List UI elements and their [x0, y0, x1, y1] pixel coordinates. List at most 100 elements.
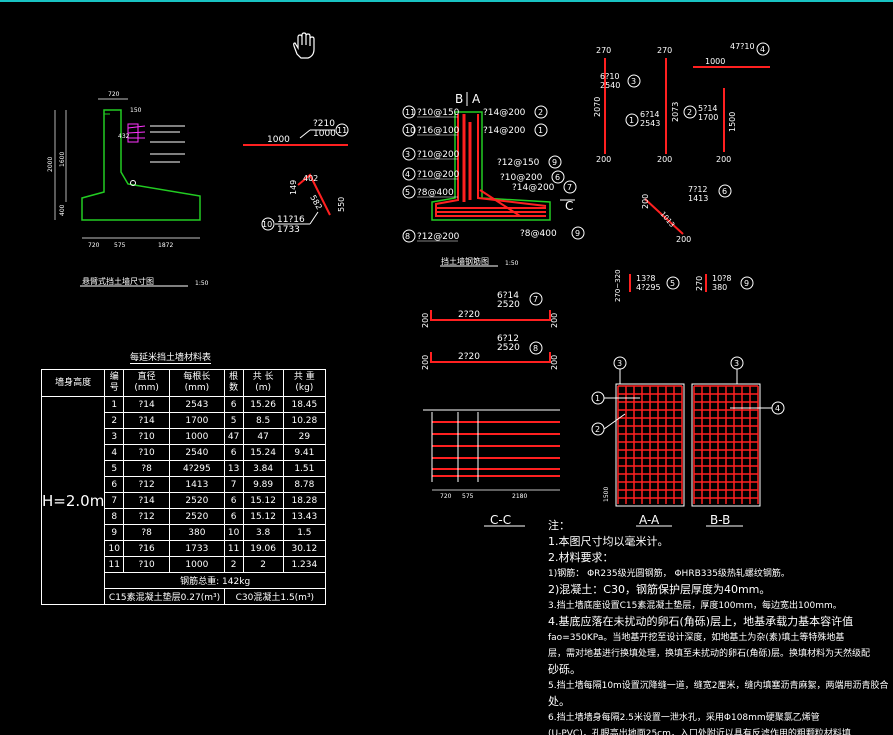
bar-3-shape: 270 2070 200 6?10 2540 3: [593, 46, 641, 164]
table-cell: ?8: [123, 524, 171, 541]
table-cell: 1.5: [282, 524, 327, 541]
callout-left-num: 4: [405, 170, 410, 179]
bar-1-bottom: 200: [657, 155, 672, 164]
section-A-mark: A: [472, 92, 481, 106]
callout-left-num: 8: [405, 232, 410, 241]
bar-11-num: 11: [337, 126, 347, 135]
table-cell: 1733: [169, 540, 225, 557]
table-cell: 7: [104, 492, 125, 509]
bar-11-sub: 1000: [313, 129, 336, 139]
notes-heading: 注：: [548, 519, 570, 532]
bar-8-end: 200: [421, 355, 430, 370]
bar-7-inner: 2?20: [458, 310, 480, 320]
table-cell: 8: [104, 508, 125, 525]
bar-10-num: 10: [262, 220, 272, 229]
table-cell: ?12: [123, 508, 171, 525]
note-line: 4.基底应落在未扰动的卵石(角砾)层上，地基承载力基本容许值: [548, 615, 854, 628]
bar-2-side: 1500: [728, 112, 737, 132]
callout-left-num: 3: [405, 150, 410, 159]
section-cc: 720 575 2180 C-C: [423, 409, 560, 527]
dim-575: 575: [114, 242, 126, 249]
callout-right-num: 7: [567, 183, 572, 192]
table-cell: 2: [223, 556, 244, 573]
table-cell: 380: [169, 524, 225, 541]
bar-7-num: 7: [533, 295, 538, 304]
table-cell: ?10: [123, 556, 171, 573]
table-cell: ?10: [123, 428, 171, 445]
table-cell: 1000: [169, 556, 225, 573]
table-cell: 3.84: [242, 460, 284, 477]
bar-3-sub: 2540: [600, 81, 620, 90]
table-cell: ?12: [123, 476, 171, 493]
table-cell: 6: [223, 444, 244, 461]
table-cell: 4?295: [169, 460, 225, 477]
note-line: 处。: [548, 695, 570, 708]
table-cell: 5: [104, 460, 125, 477]
bar-11-shape: ?210 1000 11 1000: [243, 119, 349, 146]
table-cell: 3.8: [242, 524, 284, 541]
table-cell: 15.12: [242, 492, 284, 509]
svg-text:4: 4: [775, 404, 780, 413]
callout-left-text: ?10@150: [417, 108, 460, 118]
table-cell: 2: [242, 556, 284, 573]
section-title: 悬臂式挡土墙尺寸图: [82, 276, 154, 286]
section-C-mark: C: [565, 199, 573, 213]
svg-text:1: 1: [595, 394, 600, 403]
dim-150: 150: [130, 107, 142, 114]
table-header-row: 墙身高度编号直径 (mm)每根长 (mm)根数共 长 (m)共 重 (kg): [40, 369, 327, 397]
table-cell: ?14: [123, 396, 171, 413]
dim-720-bottom: 720: [88, 242, 100, 249]
material-table: 墙身高度编号直径 (mm)每根长 (mm)根数共 长 (m)共 重 (kg) H…: [40, 369, 327, 605]
table-cell: 29: [282, 428, 327, 445]
table-header-cell: 每根长 (mm): [169, 369, 225, 397]
cc-dim-2180: 2180: [512, 493, 527, 500]
callout-left-num: 11: [405, 108, 415, 117]
dim-2000: 2000: [47, 157, 54, 172]
table-cell: 6: [223, 396, 244, 413]
callout-left-text: ?8@400: [417, 188, 454, 198]
bar-6-a: 200: [641, 194, 650, 209]
dim-720-top: 720: [108, 91, 120, 98]
callout-right-text: ?14@200: [483, 108, 526, 118]
bar-11-label: ?210: [313, 119, 335, 129]
bar-3-top: 270: [596, 46, 611, 55]
dim-400: 400: [59, 204, 66, 216]
bar-5-num: 5: [670, 279, 675, 288]
bar-7-code: 6?14: [497, 291, 519, 301]
table-cell: 19.06: [242, 540, 284, 557]
bar-7-sub: 2520: [497, 300, 520, 310]
callout-right-num: 6: [555, 173, 560, 182]
table-cell: 10: [104, 540, 125, 557]
bar-4-code: 47?10: [730, 42, 755, 51]
bar-8-num: 8: [533, 344, 538, 353]
table-cell: 47: [242, 428, 284, 445]
table-cell: 15.12: [242, 508, 284, 525]
note-line: 1.本图尺寸均以毫米计。: [548, 535, 669, 548]
callout-right-num: 2: [538, 108, 543, 117]
bar-5-sub: 4?295: [636, 283, 661, 292]
section-B-mark: B: [455, 92, 463, 106]
table-cell: 8.78: [282, 476, 327, 493]
table-title: 每延米挡土墙材料表: [130, 350, 212, 364]
bar-5-shape: 270~320 13?8 4?295 5: [614, 269, 680, 302]
table-cell: 6: [223, 492, 244, 509]
bar-2-code: 5?14: [698, 104, 718, 113]
hand-cursor-icon: [293, 32, 315, 59]
bar-9-code: 10?8: [712, 274, 732, 283]
callout-left-num: 5: [405, 188, 410, 197]
table-header-cell: 墙身高度: [40, 369, 106, 397]
table-cell: 47: [223, 428, 244, 445]
table-cell: 7: [223, 476, 244, 493]
table-cell: ?10: [123, 444, 171, 461]
table-cell: 2520: [169, 492, 225, 509]
bar-10-shape: 402 149 582 550 10 11?16 1733: [261, 173, 346, 235]
height-cell: H=2.0m: [40, 396, 106, 605]
bar-6-code: 7?12: [688, 185, 708, 194]
